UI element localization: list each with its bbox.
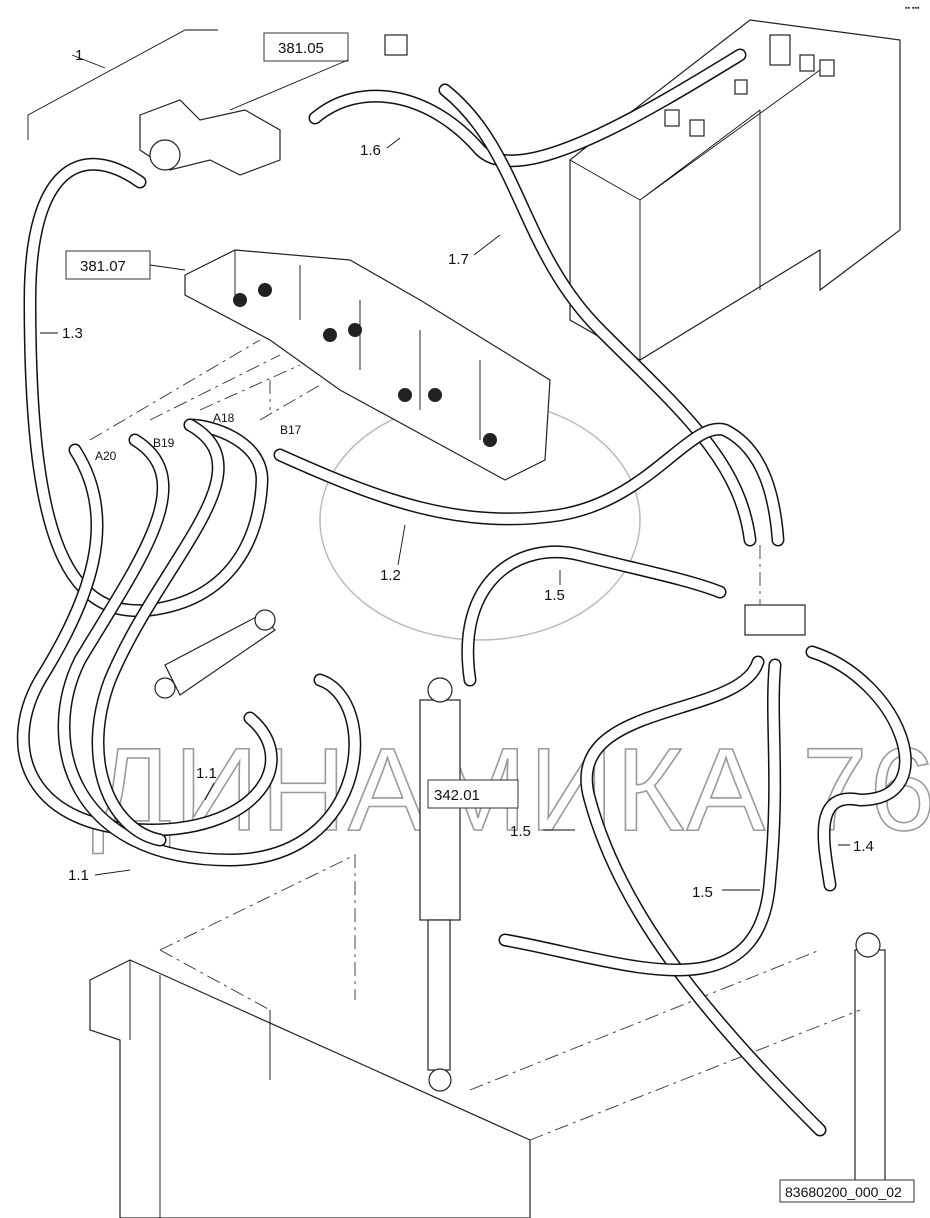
valve-bank-381-07 — [184, 249, 551, 481]
valve-381-05 — [139, 34, 408, 176]
hose-1-7 — [438, 83, 757, 547]
hose-1-6 — [308, 48, 747, 168]
svg-text:83680200_000_02: 83680200_000_02 — [785, 1184, 902, 1200]
hose-1-3 — [23, 157, 269, 618]
hose-1-5-right — [580, 655, 827, 1137]
label-1-1-lower: 1.1 — [68, 867, 89, 884]
manifold-block — [744, 604, 806, 636]
hose-1-4 — [805, 645, 912, 892]
hydraulic-tank — [569, 19, 901, 361]
port-b19: B19 — [153, 436, 175, 450]
svg-text:342.01: 342.01 — [434, 787, 480, 804]
hoses — [16, 48, 912, 1137]
hose-1-1-c — [91, 418, 225, 847]
ref-box-381-05[interactable]: 381.05 — [263, 32, 349, 62]
hose-1-5-middle — [498, 658, 782, 977]
label-1-1-upper: 1.1 — [196, 765, 217, 782]
svg-text:381.05: 381.05 — [278, 40, 324, 57]
label-1-5-top: 1.5 — [544, 587, 565, 604]
label-1-2: 1.2 — [380, 567, 401, 584]
ref-box-342-01[interactable]: 342.01 — [427, 779, 519, 809]
label-1-6: 1.6 — [360, 142, 381, 159]
port-b17: B17 — [280, 423, 302, 437]
svg-text:381.07: 381.07 — [80, 258, 126, 275]
assembly-bracket — [27, 29, 218, 140]
cylinder-small — [154, 609, 276, 699]
cylinder-right — [854, 932, 886, 1191]
label-1: 1 — [75, 47, 83, 64]
label-1-5-right: 1.5 — [692, 884, 713, 901]
label-1-3: 1.3 — [62, 325, 83, 342]
drawing-number-box: 83680200_000_02 — [779, 1179, 915, 1203]
frame — [89, 854, 531, 1218]
label-1-4: 1.4 — [853, 838, 874, 855]
hose-1-1-a — [16, 443, 278, 837]
port-a20: A20 — [95, 449, 117, 463]
hose-1-2 — [273, 422, 785, 547]
cylinder-342-01 — [419, 677, 461, 1092]
ref-box-381-07[interactable]: 381.07 — [65, 250, 151, 280]
hose-1-1-b — [57, 433, 362, 867]
label-1-5-middle: 1.5 — [510, 823, 531, 840]
hose-1-5-top — [461, 545, 727, 687]
corner-mark: ▪▪ ▪▪▪ — [905, 5, 920, 12]
port-a18: A18 — [213, 411, 235, 425]
label-1-7: 1.7 — [448, 251, 469, 268]
